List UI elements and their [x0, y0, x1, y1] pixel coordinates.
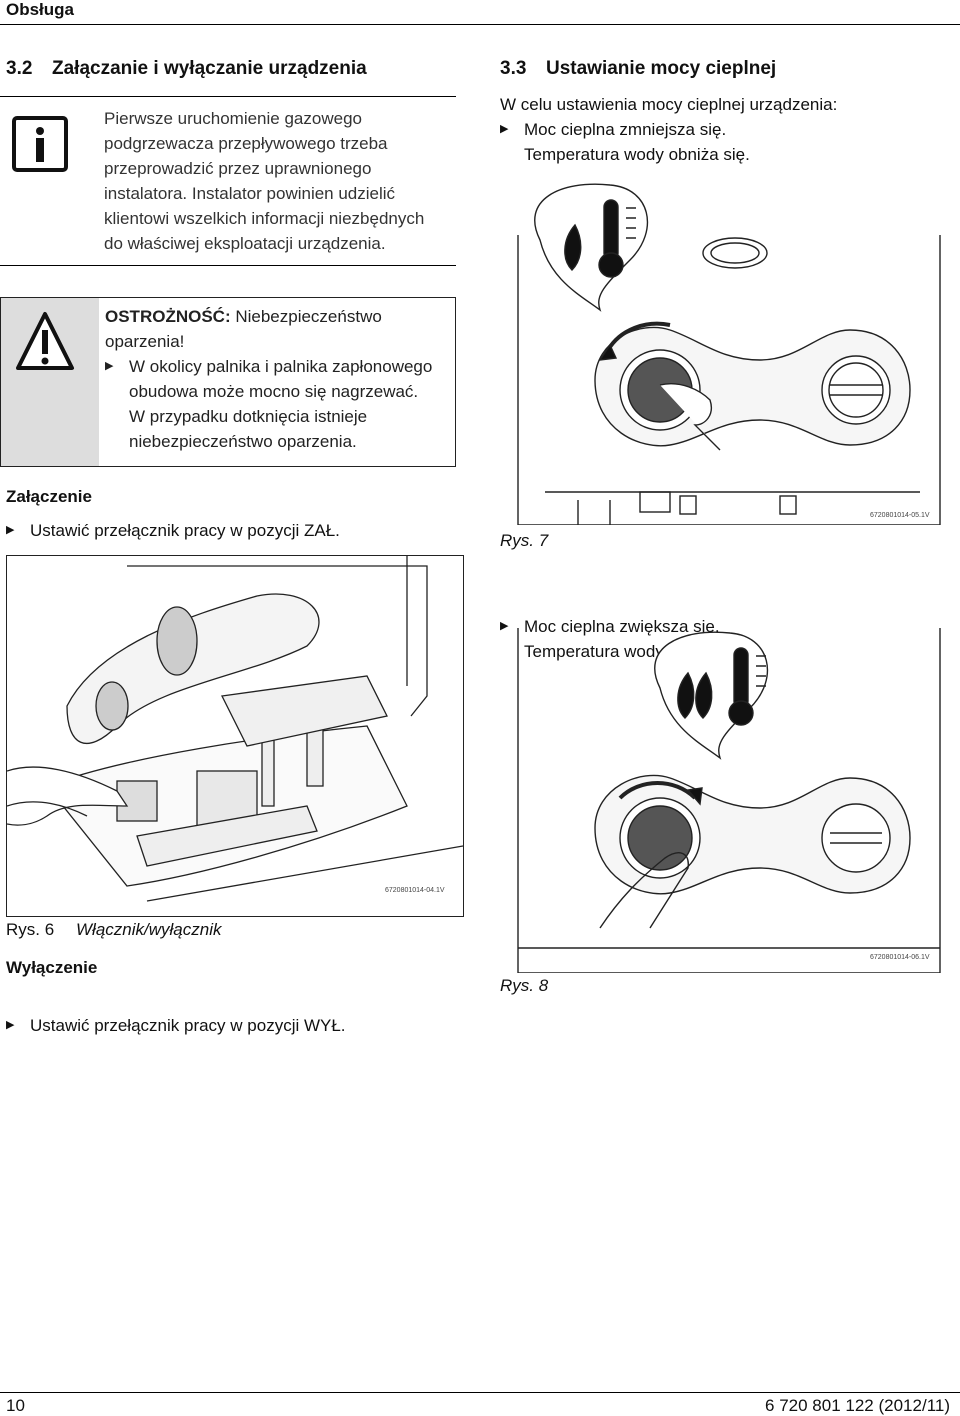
switch-off-heading: Wyłączenie	[6, 958, 98, 977]
switch-on-heading: Załączenie	[6, 487, 92, 506]
figure-7: 6720801014-05.1V	[500, 180, 956, 526]
caution-text: OSTROŻNOŚĆ: Niebezpieczeństwo oparzenia!…	[105, 304, 445, 454]
info-icon	[12, 116, 68, 172]
figure-7-drawing	[517, 183, 941, 526]
section-title: Załączanie i wyłączanie urządzenia	[52, 58, 367, 79]
figure-8-caption: Rys. 8	[500, 976, 549, 995]
info-note: Pierwsze uruchomienie gazowego podgrzewa…	[104, 109, 425, 253]
power-settings-text: W celu ustawienia mocy cieplnej urządzen…	[500, 92, 940, 167]
info-top-rule	[0, 96, 456, 97]
switch-on-step: Ustawić przełącznik pracy w pozycji ZAŁ.	[6, 518, 960, 543]
document-number: 6 720 801 122 (2012/11)	[765, 1396, 950, 1415]
page-number: 10	[6, 1396, 25, 1415]
caution-box: OSTROŻNOŚĆ: Niebezpieczeństwo oparzenia!…	[0, 297, 456, 467]
section-3-2-heading: 3.2 Załączanie i wyłączanie urządzenia	[6, 58, 367, 80]
section-3-3-heading: 3.3 Ustawianie mocy cieplnej	[500, 58, 776, 80]
page-header: Obsługa	[6, 0, 75, 19]
figure-6: 6720801014-04.1V	[6, 555, 464, 917]
figure-7-code: 6720801014-05.1V	[870, 512, 930, 519]
figure-7-caption: Rys. 7	[500, 531, 549, 550]
info-bottom-rule	[0, 265, 456, 266]
section-number: 3.3	[500, 58, 527, 79]
figure-8-drawing	[517, 628, 941, 974]
warning-triangle-icon	[15, 310, 75, 377]
header-rule	[0, 24, 960, 25]
figure-6-drawing	[6, 556, 464, 902]
figure-6-code: 6720801014-04.1V	[385, 887, 445, 894]
footer-rule	[0, 1392, 960, 1393]
caution-bullet: W okolicy palnika i palnika zapłonowegoo…	[105, 354, 445, 404]
section-number: 3.2	[6, 58, 33, 79]
figure-8: 6720801014-06.1V	[500, 628, 956, 974]
figure-8-code: 6720801014-06.1V	[870, 954, 930, 961]
decrease-step: Moc cieplna zmniejsza się.Temperatura wo…	[500, 117, 940, 167]
switch-off-step: Ustawić przełącznik pracy w pozycji WYŁ.	[6, 1013, 960, 1038]
section-title: Ustawianie mocy cieplnej	[546, 58, 777, 79]
